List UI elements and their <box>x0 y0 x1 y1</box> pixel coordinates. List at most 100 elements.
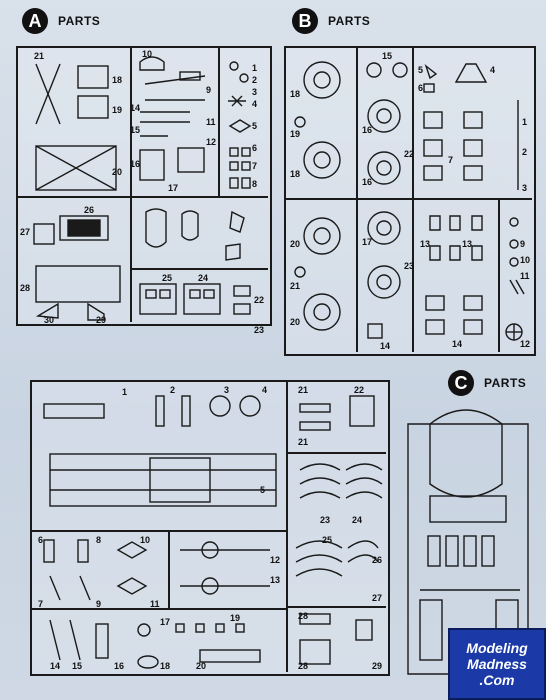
part-number: 18 <box>112 75 123 85</box>
section-b-letter: B <box>298 10 312 31</box>
part-number: 25 <box>322 535 333 545</box>
part-number: 23 <box>404 261 415 271</box>
part-number: 16 <box>114 661 125 671</box>
part-number: 21 <box>34 51 45 61</box>
part-number: 20 <box>112 167 123 177</box>
part-number: 29 <box>96 315 107 325</box>
part-number: 17 <box>168 183 179 193</box>
part-number: 3 <box>522 183 528 193</box>
part-number: 12 <box>520 339 531 349</box>
part-number: 28 <box>298 661 309 671</box>
part-number: 7 <box>252 161 258 171</box>
part-number: 1 <box>122 387 128 397</box>
section-c-title: PARTS <box>484 376 527 390</box>
part-number: 19 <box>290 129 301 139</box>
part-number: 11 <box>206 117 216 127</box>
part-number: 29 <box>372 661 383 671</box>
sprue-c-runner <box>286 452 386 454</box>
part-number: 16 <box>362 125 373 135</box>
part-number: 25 <box>162 273 173 283</box>
part-number: 6 <box>252 143 258 153</box>
sprue-b-runner <box>498 198 500 352</box>
part-number: 17 <box>160 617 171 627</box>
part-number: 14 <box>50 661 61 671</box>
part-number: 20 <box>290 317 301 327</box>
part-number: 17 <box>362 237 373 247</box>
logo-line-3: .Com <box>479 672 515 688</box>
part-number: 6 <box>418 83 424 93</box>
part-number: 2 <box>252 75 258 85</box>
part-number: 21 <box>290 281 301 291</box>
part-number: 7 <box>448 155 454 165</box>
part-number: 13 <box>462 239 473 249</box>
part-number: 12 <box>206 137 217 147</box>
part-number: 11 <box>520 271 530 281</box>
part-number: 19 <box>230 613 241 623</box>
part-number: 13 <box>270 575 281 585</box>
part-number: 15 <box>130 125 141 135</box>
sprue-a-runner <box>130 268 268 270</box>
part-number: 27 <box>372 593 383 603</box>
part-number: 2 <box>522 147 528 157</box>
part-number: 9 <box>206 85 212 95</box>
part-number: 4 <box>262 385 268 395</box>
part-number: 11 <box>150 599 160 609</box>
part-number: 27 <box>20 227 31 237</box>
part-number: 24 <box>198 273 209 283</box>
part-number: 5 <box>252 121 258 131</box>
section-b-title: PARTS <box>328 14 371 28</box>
part-number: 18 <box>160 661 171 671</box>
part-number: 5 <box>260 485 266 495</box>
part-number: 20 <box>290 239 301 249</box>
part-number: 21 <box>298 385 309 395</box>
sprue-c-runner <box>30 530 286 532</box>
sprue-b-runner <box>284 198 532 200</box>
part-number: 10 <box>140 535 151 545</box>
part-number: 10 <box>142 49 153 59</box>
part-number: 14 <box>452 339 463 349</box>
part-number: 6 <box>38 535 44 545</box>
part-number: 23 <box>320 515 331 525</box>
part-number: 14 <box>130 103 141 113</box>
part-number: 18 <box>290 169 301 179</box>
part-number: 14 <box>380 341 391 351</box>
part-number: 9 <box>96 599 102 609</box>
section-a-badge: A <box>22 8 48 34</box>
part-number: 19 <box>112 105 123 115</box>
sprue-c-runner <box>286 380 288 672</box>
logo-line-1: Modeling <box>466 640 528 656</box>
part-number: 18 <box>290 89 301 99</box>
logo-line-2: Madness <box>467 656 527 672</box>
modeling-madness-logo: Modeling Madness .Com <box>448 628 546 700</box>
part-number: 16 <box>362 177 373 187</box>
sprue-c-runner <box>168 530 170 608</box>
part-number: 16 <box>130 159 141 169</box>
part-number: 3 <box>224 385 230 395</box>
part-number: 3 <box>252 87 258 97</box>
part-number: 1 <box>252 63 258 73</box>
section-c-badge: C <box>448 370 474 396</box>
part-number: 15 <box>382 51 393 61</box>
section-b-badge: B <box>292 8 318 34</box>
part-number: 22 <box>254 295 265 305</box>
part-number: 4 <box>490 65 496 75</box>
part-number: 5 <box>418 65 424 75</box>
part-number: 22 <box>354 385 365 395</box>
part-number: 13 <box>420 239 431 249</box>
part-number: 2 <box>170 385 176 395</box>
sprue-a-runner <box>16 196 268 198</box>
section-a-letter: A <box>28 10 42 31</box>
part-number: 8 <box>252 179 258 189</box>
part-number: 4 <box>252 99 258 109</box>
sprue-c-runner <box>30 608 286 610</box>
sprue-c-runner <box>286 606 386 608</box>
part-number: 30 <box>44 315 55 325</box>
part-number: 20 <box>196 661 207 671</box>
section-c-letter: C <box>454 372 468 393</box>
part-number: 28 <box>298 611 309 621</box>
part-number: 22 <box>404 149 415 159</box>
part-number: 12 <box>270 555 281 565</box>
part-number: 10 <box>520 255 531 265</box>
